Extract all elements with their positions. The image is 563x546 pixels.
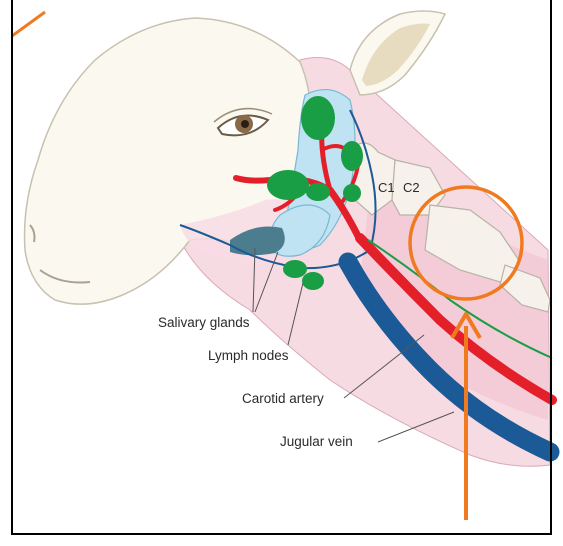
lymph-node: [343, 184, 361, 202]
lymph-node: [306, 183, 330, 201]
vertebra-c2-label: C2: [403, 180, 420, 195]
jugular-vein-label: Jugular vein: [280, 434, 353, 449]
lymph-node: [283, 260, 307, 278]
carotid-artery-label: Carotid artery: [242, 391, 324, 406]
lymph-node: [341, 141, 363, 171]
lymph-node: [302, 272, 324, 290]
lymph-node: [301, 96, 335, 140]
salivary-glands-label: Salivary glands: [158, 315, 250, 330]
vertebra-c1-label: C1: [378, 180, 395, 195]
corner-pointer-line: [12, 12, 45, 36]
lymph-node: [267, 170, 309, 200]
lymph-nodes-label: Lymph nodes: [208, 348, 289, 363]
